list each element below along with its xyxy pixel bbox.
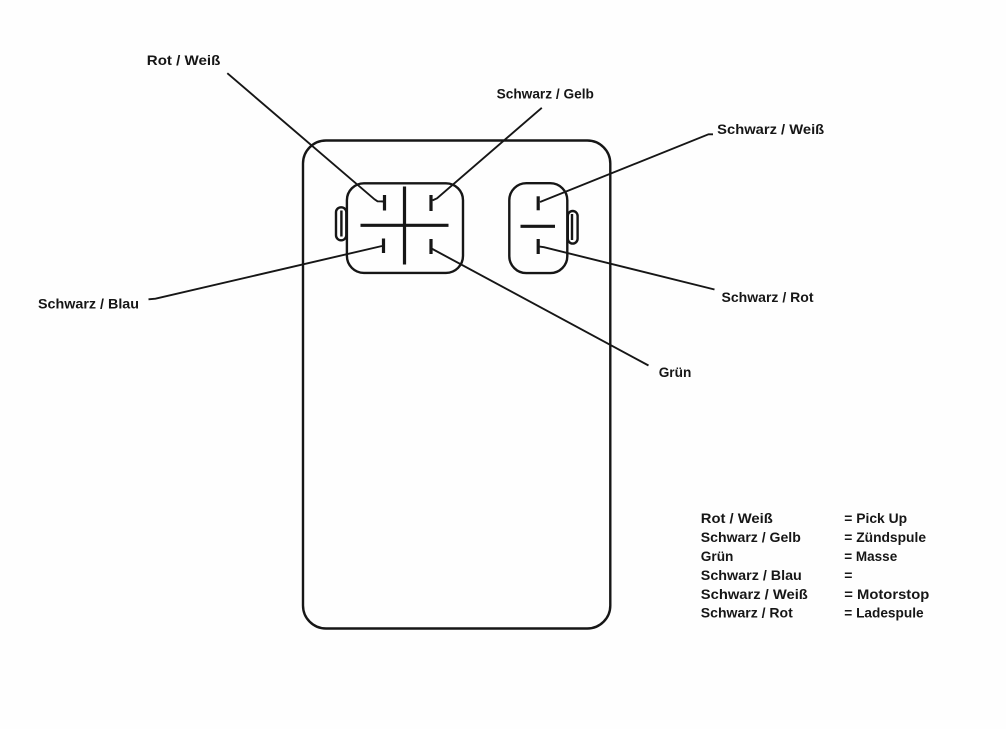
svg-text:Schwarz / Weiß: Schwarz / Weiß [717,121,824,137]
svg-text:= Masse: = Masse [844,548,897,564]
svg-text:= Ladespule: = Ladespule [844,605,924,621]
svg-text:= Zündspule: = Zündspule [844,529,926,545]
svg-text:Rot / Weiß: Rot / Weiß [701,510,773,526]
svg-text:Schwarz / Rot: Schwarz / Rot [722,289,814,305]
svg-text:Rot / Weiß: Rot / Weiß [147,52,221,68]
svg-text:= Pick Up: = Pick Up [844,510,907,526]
svg-text:Schwarz / Blau: Schwarz / Blau [38,295,139,311]
svg-text:Schwarz / Gelb: Schwarz / Gelb [497,86,594,102]
svg-text:=: = [844,567,852,583]
svg-text:Schwarz / Blau: Schwarz / Blau [701,567,802,583]
svg-text:Grün: Grün [701,548,734,564]
svg-text:Grün: Grün [659,364,692,380]
svg-text:= Motorstop: = Motorstop [844,586,929,602]
svg-text:Schwarz / Weiß: Schwarz / Weiß [701,586,808,602]
svg-text:Schwarz / Gelb: Schwarz / Gelb [701,529,801,545]
svg-text:Schwarz / Rot: Schwarz / Rot [701,605,793,621]
